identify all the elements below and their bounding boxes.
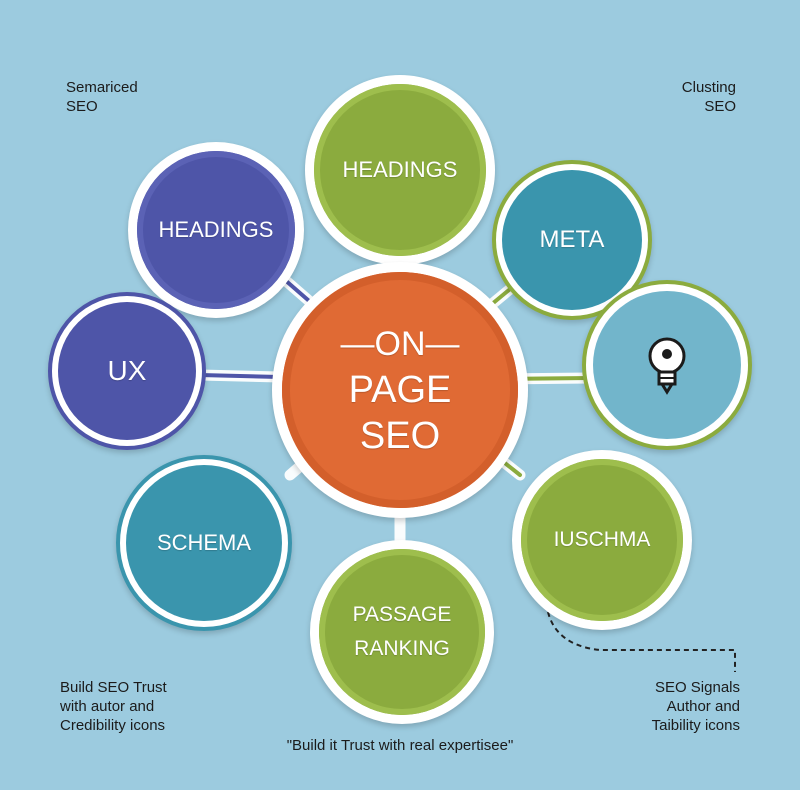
note-top-right: Clusting SEO (681, 79, 736, 115)
center-node: —ON— PAGE SEO (272, 262, 528, 518)
node-iuschma-label: IUSCHMA (553, 528, 651, 551)
note-bottom-right: SEO Signals Author and Taibility icons (651, 679, 740, 734)
node-headings-left: HEADINGS (128, 142, 304, 318)
node-headings-left-label: HEADINGS (158, 217, 274, 242)
center-line-3: SEO (359, 415, 441, 457)
dashed-callout (547, 611, 736, 672)
node-lightbulb (582, 280, 752, 450)
note-bottom-left: Build SEO Trust with autor and Credibili… (60, 679, 167, 734)
center-line-1: —ON— (340, 325, 460, 363)
node-headings-top-label: HEADINGS (342, 157, 458, 182)
node-iuschma: IUSCHMA (512, 450, 692, 630)
node-passage-ranking: PASSAGE RANKING (310, 540, 494, 724)
node-passage-line2: RANKING (354, 637, 450, 660)
node-meta-label: META (539, 226, 605, 253)
note-top-left: Semariced SEO (66, 79, 138, 115)
node-passage-line1: PASSAGE (352, 603, 452, 626)
node-headings-top: HEADINGS (305, 75, 495, 265)
center-line-2: PAGE (348, 369, 452, 411)
node-schema-label: SCHEMA (156, 530, 252, 555)
node-schema: SCHEMA (116, 455, 292, 631)
node-ux: UX (48, 292, 206, 450)
node-ux-label: UX (107, 355, 147, 386)
lightbulb-icon (648, 337, 686, 395)
bottom-quote: "Build it Trust with real expertisee" (286, 737, 514, 754)
